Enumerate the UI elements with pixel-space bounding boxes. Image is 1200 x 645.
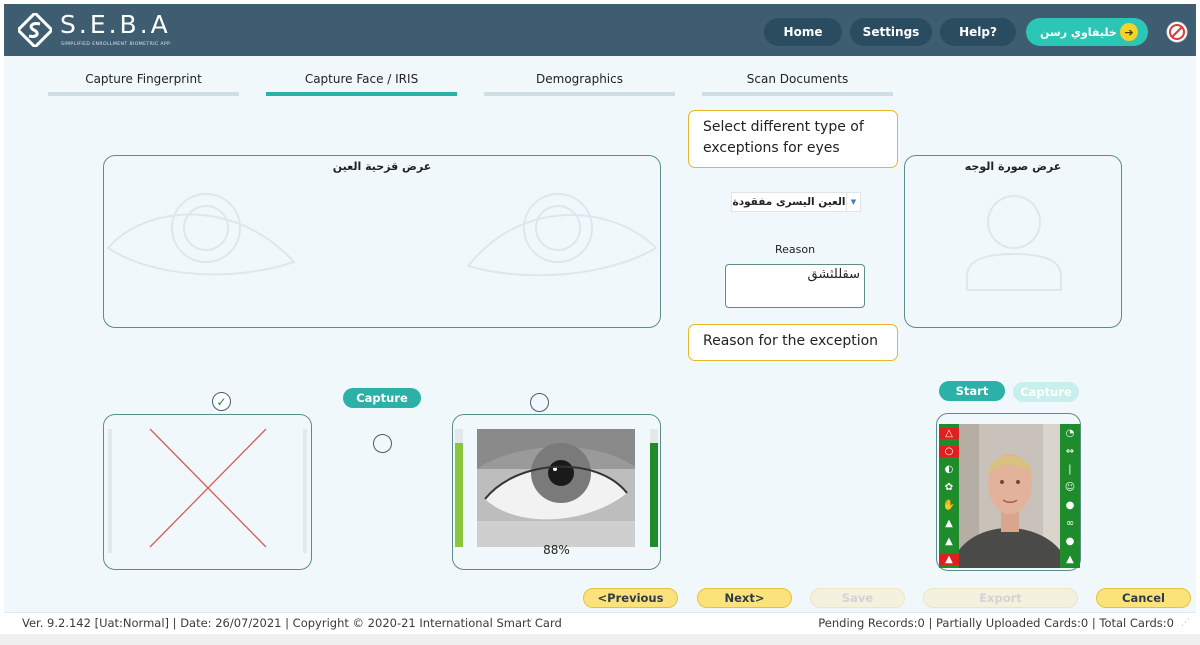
tab-underline xyxy=(484,92,675,96)
face-icon: ☺ xyxy=(1064,481,1076,493)
home-button[interactable]: Home xyxy=(764,18,842,46)
tab-label: Capture Face / IRIS xyxy=(304,72,419,86)
face-capture-button[interactable]: Capture xyxy=(1013,382,1079,402)
user-name: خليفاوي رسن xyxy=(1040,25,1117,39)
record-stats: Pending Records:0 | Partially Uploaded C… xyxy=(818,616,1174,630)
iris-panel-title: عرض قزحية العين xyxy=(332,160,432,173)
face-check-icons-left: △ ○ ◐ ✿ ✋ ▲ ▲ ▲ xyxy=(939,424,959,568)
face-camera-panel: △ ○ ◐ ✿ ✋ ▲ ▲ ▲ ◔ ⇔ ❘ ☺ ● ∞ ● ▲ xyxy=(936,413,1081,571)
right-quality-bar xyxy=(303,429,307,553)
contrast-icon: ◐ xyxy=(944,463,954,475)
left-quality-bar xyxy=(455,429,463,547)
warning-icon: △ xyxy=(939,427,959,439)
iris-quality-score: 88% xyxy=(543,543,570,557)
tab-label: Demographics xyxy=(536,72,623,86)
arrow-right-icon: ➔ xyxy=(1120,23,1138,41)
person-icon: ▲ xyxy=(945,535,953,547)
iris-capture-button[interactable]: Capture xyxy=(343,388,421,408)
user-account-button[interactable]: خليفاوي رسن ➔ xyxy=(1026,18,1148,46)
circle-icon: ○ xyxy=(939,445,959,457)
reason-callout: Reason for the exception xyxy=(688,324,898,361)
face-start-button[interactable]: Start xyxy=(939,381,1005,401)
clock-icon: ◔ xyxy=(1065,427,1075,439)
export-button[interactable]: Export xyxy=(923,588,1078,608)
tab-label: Scan Documents xyxy=(746,72,849,86)
person-alert-icon: ▲ xyxy=(939,553,959,565)
ear-icon: ❘ xyxy=(1065,463,1075,475)
left-quality-bar xyxy=(108,429,112,553)
status-bar: Ver. 9.2.142 [Uat:Normal] | Date: 26/07/… xyxy=(4,612,1196,634)
chevron-down-icon: ▼ xyxy=(846,193,860,211)
eyes-icon: ⇔ xyxy=(1065,445,1075,457)
resize-grip-icon: ⋰ xyxy=(830,618,839,628)
left-eye-preview xyxy=(103,414,312,570)
right-eye-preview: 88% xyxy=(452,414,661,570)
eye-outline-icons xyxy=(106,193,658,277)
right-eye-radio[interactable] xyxy=(530,393,549,412)
reason-label: Reason xyxy=(774,243,816,256)
iris-display-panel: عرض قزحية العين xyxy=(103,155,661,328)
tab-demographics[interactable]: Demographics xyxy=(484,72,675,96)
tab-label: Capture Fingerprint xyxy=(85,72,202,86)
help-button[interactable]: Help? xyxy=(940,18,1016,46)
user-silhouette-icon xyxy=(966,195,1062,291)
glasses-icon: ∞ xyxy=(1065,517,1075,529)
face-check-icons-right: ◔ ⇔ ❘ ☺ ● ∞ ● ▲ xyxy=(1060,424,1080,568)
resize-grip-icon: ⋰ xyxy=(1181,618,1190,628)
cancel-button[interactable]: Cancel xyxy=(1096,588,1191,608)
save-button[interactable]: Save xyxy=(810,588,905,608)
app-logo-subtitle: SIMPLIFIED ENROLLMENT BIOMETRIC APP xyxy=(61,42,171,47)
iris-scan-image xyxy=(477,429,635,547)
app-logo-text: S.E.B.A xyxy=(60,10,171,39)
reason-input[interactable]: سقللثشق xyxy=(725,264,865,308)
person-icon: ▲ xyxy=(945,517,953,529)
previous-button[interactable]: <Previous xyxy=(583,588,678,608)
resize-grip-icon: ⋰ xyxy=(524,618,533,628)
disconnect-icon[interactable] xyxy=(1166,21,1188,43)
tab-underline xyxy=(702,92,893,96)
app-header: S.E.B.A SIMPLIFIED ENROLLMENT BIOMETRIC … xyxy=(4,4,1196,56)
tab-underline-active xyxy=(266,92,457,96)
person-icon: ▲ xyxy=(1066,553,1074,565)
settings-button[interactable]: Settings xyxy=(850,18,932,46)
eye-exception-select[interactable]: العين اليسرى مفقودة ▼ xyxy=(731,192,861,212)
tab-underline xyxy=(48,92,239,96)
right-quality-bar xyxy=(650,429,658,547)
head-tilt-icon: ● xyxy=(1065,535,1075,547)
window-bottom-edge xyxy=(0,634,1200,645)
missing-eye-cross-icon xyxy=(149,428,267,548)
face-display-panel: عرض صورة الوجه xyxy=(904,155,1122,328)
color-icon: ✿ xyxy=(944,481,954,493)
face-panel-title: عرض صورة الوجه xyxy=(964,160,1062,173)
center-radio[interactable] xyxy=(373,434,392,453)
left-eye-check-radio[interactable]: ✓ xyxy=(212,392,231,411)
tab-capture-face-iris[interactable]: Capture Face / IRIS xyxy=(266,72,457,96)
next-button[interactable]: Next> xyxy=(697,588,792,608)
hand-icon: ✋ xyxy=(942,499,956,511)
tab-scan-documents[interactable]: Scan Documents xyxy=(702,72,893,96)
eye-exception-selected: العين اليسرى مفقودة xyxy=(732,196,846,208)
eye-exception-callout: Select different type of exceptions for … xyxy=(688,110,898,168)
seba-logo-icon xyxy=(18,13,52,47)
version-info: Ver. 9.2.142 [Uat:Normal] | Date: 26/07/… xyxy=(22,616,562,630)
face-camera-feed xyxy=(959,424,1060,568)
head-icon: ● xyxy=(1065,499,1075,511)
tab-capture-fingerprint[interactable]: Capture Fingerprint xyxy=(48,72,239,96)
